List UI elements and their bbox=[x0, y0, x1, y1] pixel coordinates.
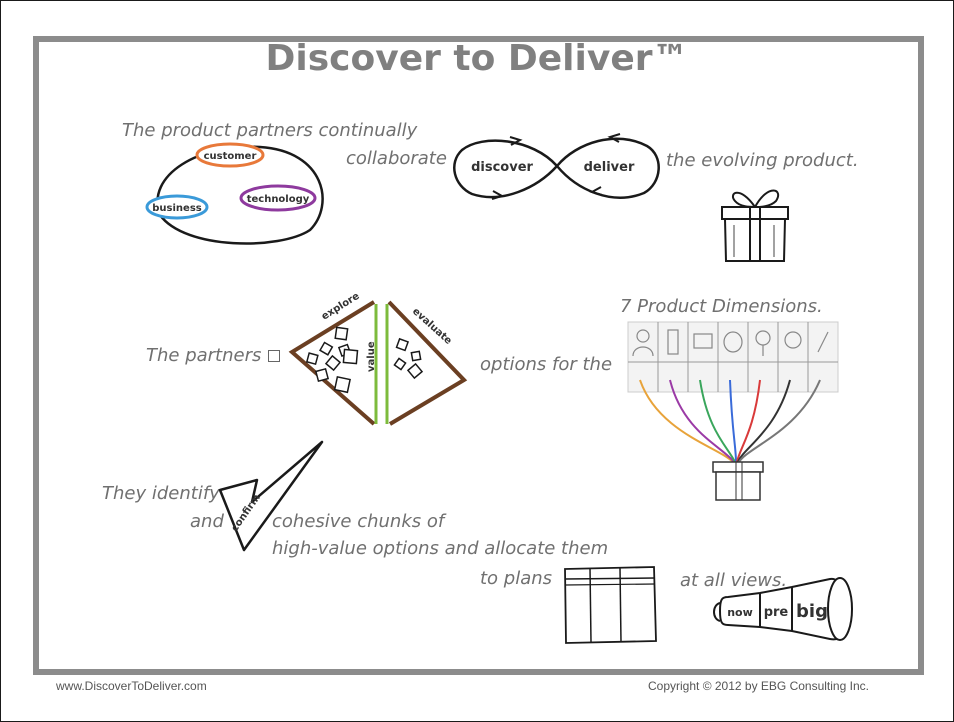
product-dimensions-diagram bbox=[627, 321, 839, 501]
caption-options-for: options for the bbox=[480, 354, 613, 375]
slide-panel bbox=[33, 36, 924, 675]
label-now: now bbox=[727, 606, 753, 619]
bubble-technology: technology bbox=[247, 194, 310, 205]
slide-title: Discover to Deliver™ bbox=[265, 38, 689, 79]
caption-evolving-product: the evolving product. bbox=[666, 150, 859, 171]
caption-to-plans: to plans bbox=[480, 568, 553, 589]
label-big: big bbox=[796, 601, 828, 622]
confirm-check-icon: confirm bbox=[218, 440, 324, 552]
discover-deliver-loop: discover deliver bbox=[453, 133, 660, 200]
caption-product-dimensions: 7 Product Dimensions. bbox=[620, 296, 823, 317]
now-pre-big-horn-icon: now pre big bbox=[713, 577, 853, 641]
caption-all-views: at all views. bbox=[680, 570, 788, 591]
partners-diagram: customer business technology bbox=[145, 142, 324, 245]
footer-website: www.DiscoverToDeliver.com bbox=[56, 679, 207, 693]
caption-cohesive-chunks: cohesive chunks of bbox=[272, 511, 445, 532]
caption-collaborate: collaborate bbox=[346, 148, 447, 169]
plans-table-icon bbox=[564, 566, 657, 644]
label-pre: pre bbox=[764, 605, 789, 620]
bubble-business: business bbox=[152, 203, 202, 214]
gift-box-icon bbox=[721, 189, 789, 262]
label-value: value bbox=[366, 341, 377, 372]
loop-discover: discover bbox=[471, 160, 533, 175]
footer-copyright: Copyright © 2012 by EBG Consulting Inc. bbox=[648, 679, 869, 693]
checkbox-placeholder-icon bbox=[268, 350, 280, 362]
caption-and: and bbox=[190, 511, 224, 532]
label-evaluate: evaluate bbox=[410, 306, 454, 347]
caption-partners-line1: The product partners continually bbox=[122, 120, 418, 141]
explore-evaluate-diamond: explore value evaluate bbox=[288, 291, 468, 426]
caption-they-identify: They identify bbox=[102, 483, 220, 504]
caption-the-partners: The partners bbox=[146, 345, 262, 366]
caption-high-value: high-value options and allocate them bbox=[272, 538, 609, 559]
loop-deliver: deliver bbox=[584, 160, 635, 175]
bubble-customer: customer bbox=[204, 151, 257, 162]
